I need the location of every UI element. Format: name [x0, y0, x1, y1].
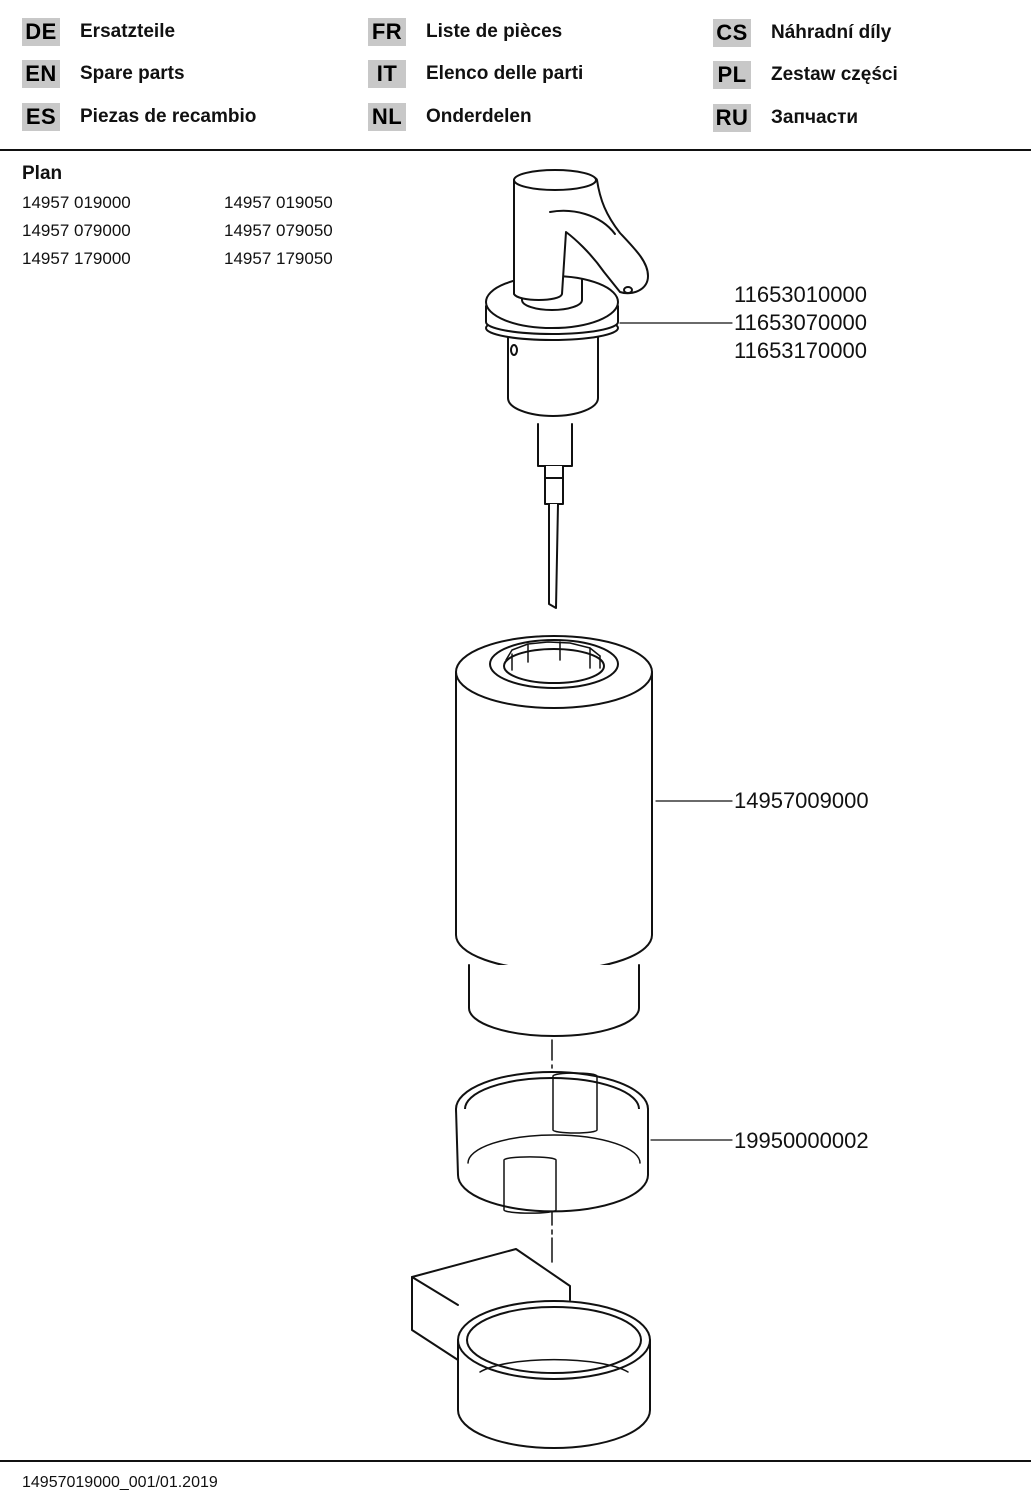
lang-code-en: EN	[22, 60, 60, 88]
lang-code-pl: PL	[713, 61, 751, 89]
bottle	[455, 635, 653, 1037]
lang-title-nl: Onderdelen	[426, 106, 532, 127]
lang-row-fr: FR Liste de pièces	[368, 18, 562, 46]
product-name: Plan	[22, 163, 63, 184]
model-number: 14957 079000	[22, 221, 131, 240]
lang-row-de: DE Ersatzteile	[22, 18, 175, 46]
lang-title-it: Elenco delle parti	[426, 63, 584, 84]
lang-code-es: ES	[22, 103, 60, 131]
lang-row-it: IT Elenco delle parti	[368, 60, 583, 88]
model-number: 14957 179050	[224, 249, 333, 268]
model-number: 14957 079050	[224, 221, 333, 240]
part-number-ring: 19950000002	[734, 1128, 869, 1153]
lang-code-cs: CS	[713, 19, 751, 47]
lang-code-de: DE	[22, 18, 60, 46]
lang-title-cs: Náhradní díly	[771, 22, 892, 43]
lang-row-ru: RU Запчасти	[713, 104, 858, 132]
lang-title-en: Spare parts	[80, 63, 185, 84]
model-number: 14957 019050	[224, 193, 333, 212]
lang-title-fr: Liste de pièces	[426, 21, 563, 42]
pump-assembly	[485, 169, 649, 609]
model-number: 14957 019000	[22, 193, 131, 212]
part-number-pump: 11653070000	[734, 310, 867, 335]
lang-title-pl: Zestaw części	[771, 64, 898, 85]
header-divider	[0, 149, 1031, 151]
part-number-bottle: 14957009000	[734, 788, 869, 813]
part-number-pump: 11653010000	[734, 282, 867, 307]
model-number: 14957 179000	[22, 249, 131, 268]
lang-title-ru: Запчасти	[771, 107, 859, 128]
lang-row-es: ES Piezas de recambio	[22, 103, 256, 131]
lang-title-es: Piezas de recambio	[80, 106, 257, 127]
lang-code-nl: NL	[368, 103, 406, 131]
part-number-pump: 11653170000	[734, 338, 867, 363]
lang-row-en: EN Spare parts	[22, 60, 185, 88]
document-code: 14957019000_001/01.2019	[22, 1474, 218, 1491]
lang-title-de: Ersatzteile	[80, 21, 176, 42]
lang-row-nl: NL Onderdelen	[368, 103, 532, 131]
sleeve-ring	[455, 1071, 649, 1214]
lang-row-cs: CS Náhradní díly	[713, 19, 891, 47]
lang-code-fr: FR	[368, 18, 406, 46]
lang-row-pl: PL Zestaw części	[713, 61, 898, 89]
wall-holder	[411, 1248, 651, 1449]
lang-code-ru: RU	[713, 104, 751, 132]
footer-divider	[0, 1460, 1031, 1462]
lang-code-it: IT	[368, 60, 406, 88]
